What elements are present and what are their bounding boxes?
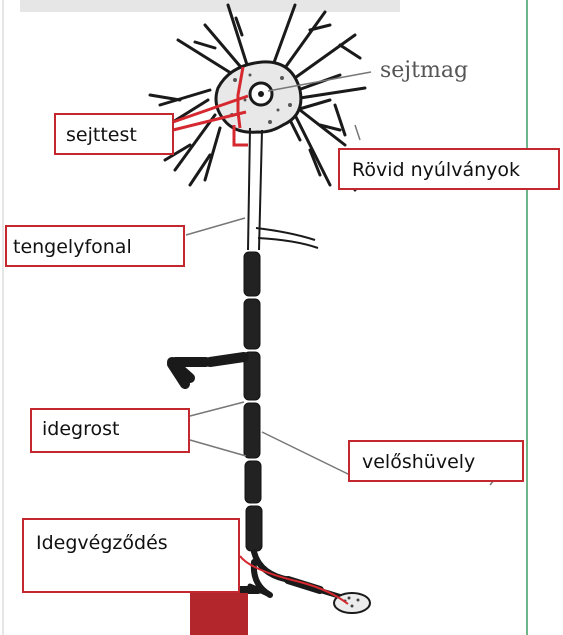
cropped-text-strip <box>20 0 400 12</box>
label-veloshuvely: velőshüvely <box>348 440 524 482</box>
collateral-branch <box>172 357 244 384</box>
label-idegvegzodes: Idegvégződés <box>22 518 240 593</box>
myelin-sheath <box>244 252 262 551</box>
label-sejtmag: sejtmag <box>380 58 468 83</box>
label-tengelyfonal: tengelyfonal <box>5 225 185 267</box>
label-rovid-nyulvanyok: Rövid nyúlványok <box>338 148 560 190</box>
nucleolus <box>258 91 264 97</box>
label-sejttest: sejttest <box>54 113 174 155</box>
label-idegrost: idegrost <box>30 408 190 453</box>
terminal-bouton <box>334 593 370 613</box>
gray-pointers <box>186 72 494 485</box>
axon-thin <box>248 128 318 250</box>
red-marker-block <box>190 593 248 635</box>
